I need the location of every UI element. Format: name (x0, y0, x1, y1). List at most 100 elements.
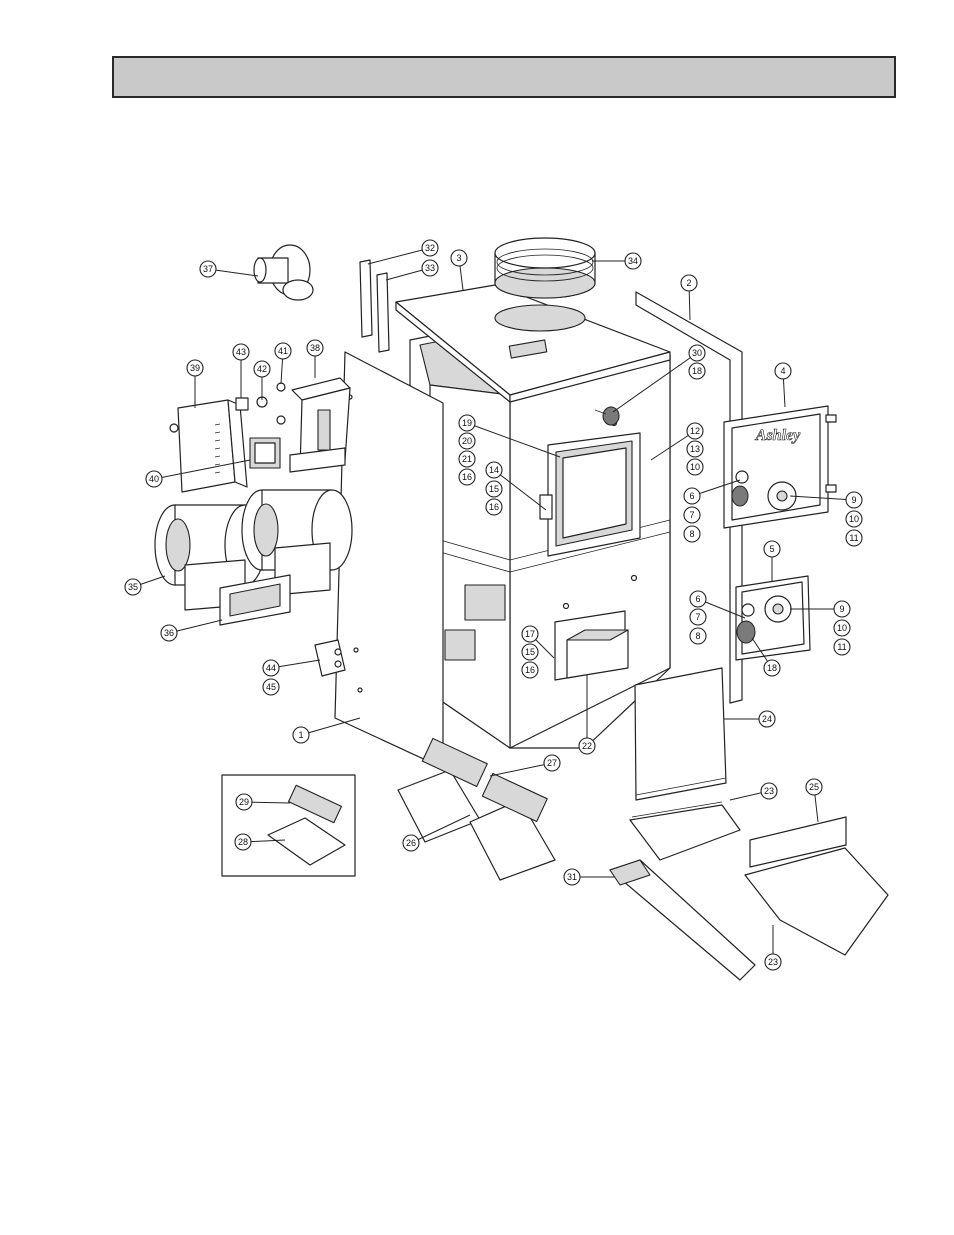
callout-45: 45 (263, 679, 279, 695)
grate-inset (222, 775, 355, 876)
callout-label: 7 (689, 510, 694, 520)
callout-16: 16 (522, 662, 538, 678)
callout-label: 15 (489, 484, 499, 494)
callout-25: 25 (806, 779, 822, 822)
callout-label: 22 (582, 741, 592, 751)
callout-42: 42 (254, 361, 270, 400)
callout-label: 9 (839, 604, 844, 614)
callout-label: 16 (489, 502, 499, 512)
callout-7: 7 (684, 507, 700, 523)
callout-label: 37 (203, 264, 213, 274)
callout-label: 8 (695, 631, 700, 641)
callout-34: 34 (592, 253, 641, 269)
callout-43: 43 (233, 344, 249, 398)
callout-label: 36 (164, 628, 174, 638)
callout-label: 11 (849, 533, 858, 543)
ash-pan (745, 817, 888, 955)
callout-38: 38 (307, 340, 323, 378)
callout-label: 3 (456, 253, 461, 263)
ashley-logo: Ashley (755, 427, 801, 444)
callout-31: 31 (564, 869, 615, 885)
callout-11: 11 (846, 530, 862, 546)
left-side-panel (335, 352, 443, 768)
callout-label: 10 (837, 623, 847, 633)
callout-label: 7 (695, 612, 700, 622)
callout-16: 16 (486, 499, 502, 515)
callout-4: 4 (775, 363, 791, 407)
callout-label: 35 (128, 582, 138, 592)
callout-33: 33 (386, 260, 438, 280)
leader-line (490, 763, 552, 776)
callout-label: 38 (310, 343, 320, 353)
ash-pan-shelf (630, 802, 740, 860)
grates (398, 738, 555, 880)
callout-39: 39 (187, 360, 203, 408)
callout-label: 29 (239, 797, 249, 807)
callout-label: 6 (689, 491, 694, 501)
callout-label: 44 (266, 663, 276, 673)
callout-8: 8 (684, 526, 700, 542)
callout-label: 26 (406, 838, 416, 848)
baffle-panel (635, 668, 726, 800)
callout-27: 27 (490, 755, 560, 776)
callout-23: 23 (730, 783, 777, 800)
callout-10: 10 (834, 620, 850, 636)
callout-label: 25 (809, 782, 819, 792)
callout-label: 12 (690, 426, 700, 436)
callout-20: 20 (459, 433, 475, 449)
callout-2: 2 (681, 275, 697, 320)
callout-label: 8 (689, 529, 694, 539)
callout-10: 10 (846, 511, 862, 527)
draft-motor (254, 245, 313, 300)
callout-10: 10 (687, 459, 703, 475)
callout-label: 16 (525, 665, 535, 675)
firebrick (610, 860, 755, 980)
callout-label: 6 (695, 594, 700, 604)
callout-label: 23 (768, 957, 778, 967)
control-box (170, 400, 247, 492)
side-brackets (360, 260, 389, 352)
callout-label: 11 (837, 642, 846, 652)
leader-line (368, 248, 430, 264)
callout-7: 7 (690, 609, 706, 625)
callout-label: 41 (278, 346, 288, 356)
callout-label: 39 (190, 363, 200, 373)
thermostat-bracket (290, 378, 350, 472)
callout-label: 10 (690, 462, 700, 472)
callout-label: 16 (462, 472, 472, 482)
fire-door: Ashley (724, 406, 836, 528)
callout-label: 18 (692, 366, 702, 376)
callout-13: 13 (687, 441, 703, 457)
callout-label: 32 (425, 243, 435, 253)
callout-label: 34 (628, 256, 638, 266)
ash-door (736, 576, 810, 660)
callout-23: 23 (765, 925, 781, 970)
callout-label: 10 (849, 514, 859, 524)
callout-label: 4 (780, 366, 785, 376)
callout-11: 11 (834, 639, 850, 655)
ash-frame (555, 611, 628, 680)
callout-label: 31 (567, 872, 577, 882)
callout-label: 15 (525, 647, 535, 657)
callout-18: 18 (689, 363, 705, 379)
callout-label: 1 (298, 730, 303, 740)
callout-label: 40 (149, 474, 159, 484)
callout-21: 21 (459, 451, 475, 467)
callout-label: 21 (462, 454, 472, 464)
callout-16: 16 (459, 469, 475, 485)
callout-label: 28 (238, 837, 248, 847)
callout-35: 35 (125, 576, 165, 595)
callout-5: 5 (764, 541, 780, 582)
callout-label: 30 (692, 348, 702, 358)
callout-label: 13 (690, 444, 700, 454)
callout-label: 45 (266, 682, 276, 692)
callout-label: 33 (425, 263, 435, 273)
callout-44: 44 (263, 660, 320, 676)
callout-label: 23 (764, 786, 774, 796)
callout-3: 3 (451, 250, 467, 290)
callout-label: 27 (547, 758, 557, 768)
callout-label: 2 (686, 278, 691, 288)
callout-label: 43 (236, 347, 246, 357)
callout-24: 24 (724, 711, 775, 727)
